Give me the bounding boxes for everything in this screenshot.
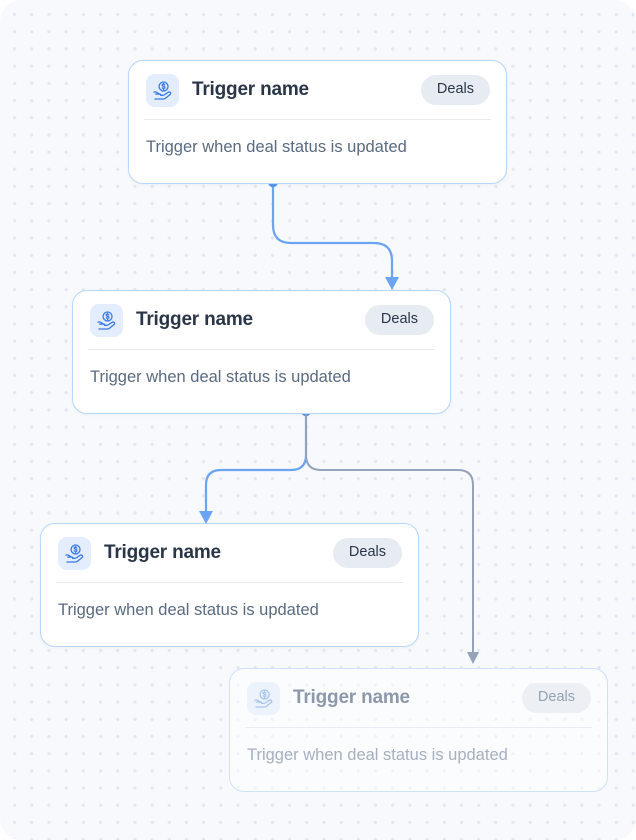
node-header: Trigger name Deals bbox=[129, 61, 506, 119]
node-header: Trigger name Deals bbox=[41, 524, 418, 582]
node-title: Trigger name bbox=[104, 542, 221, 563]
edge-node1-node2 bbox=[268, 177, 399, 290]
node-card[interactable]: Trigger name Deals Trigger when deal sta… bbox=[128, 60, 507, 184]
node-description: Trigger when deal status is updated bbox=[90, 368, 351, 386]
divider bbox=[144, 119, 491, 120]
node-title: Trigger name bbox=[293, 687, 410, 708]
hand-holding-coin-icon bbox=[247, 681, 280, 715]
status-badge[interactable]: Deals bbox=[332, 538, 402, 568]
node-card[interactable]: Trigger name Deals Trigger when deal sta… bbox=[72, 290, 451, 414]
status-badge[interactable]: Deals bbox=[521, 683, 591, 713]
node-header: Trigger name Deals bbox=[230, 669, 607, 727]
node-header: Trigger name Deals bbox=[73, 291, 450, 349]
edge-node2-node3 bbox=[199, 406, 311, 524]
hand-holding-coin-icon bbox=[58, 536, 91, 570]
node-description: Trigger when deal status is updated bbox=[146, 138, 407, 156]
hand-holding-coin-icon bbox=[146, 73, 179, 107]
hand-holding-coin-icon bbox=[90, 303, 123, 337]
node-card[interactable]: Trigger name Deals Trigger when deal sta… bbox=[40, 523, 419, 647]
node-card[interactable]: Trigger name Deals Trigger when deal sta… bbox=[229, 668, 608, 792]
node-description: Trigger when deal status is updated bbox=[247, 746, 508, 764]
status-badge[interactable]: Deals bbox=[420, 75, 490, 105]
node-title: Trigger name bbox=[136, 309, 253, 330]
node-title: Trigger name bbox=[192, 79, 309, 100]
divider bbox=[245, 727, 592, 728]
divider bbox=[88, 349, 435, 350]
divider bbox=[56, 582, 403, 583]
status-badge[interactable]: Deals bbox=[364, 305, 434, 335]
node-description: Trigger when deal status is updated bbox=[58, 601, 319, 619]
